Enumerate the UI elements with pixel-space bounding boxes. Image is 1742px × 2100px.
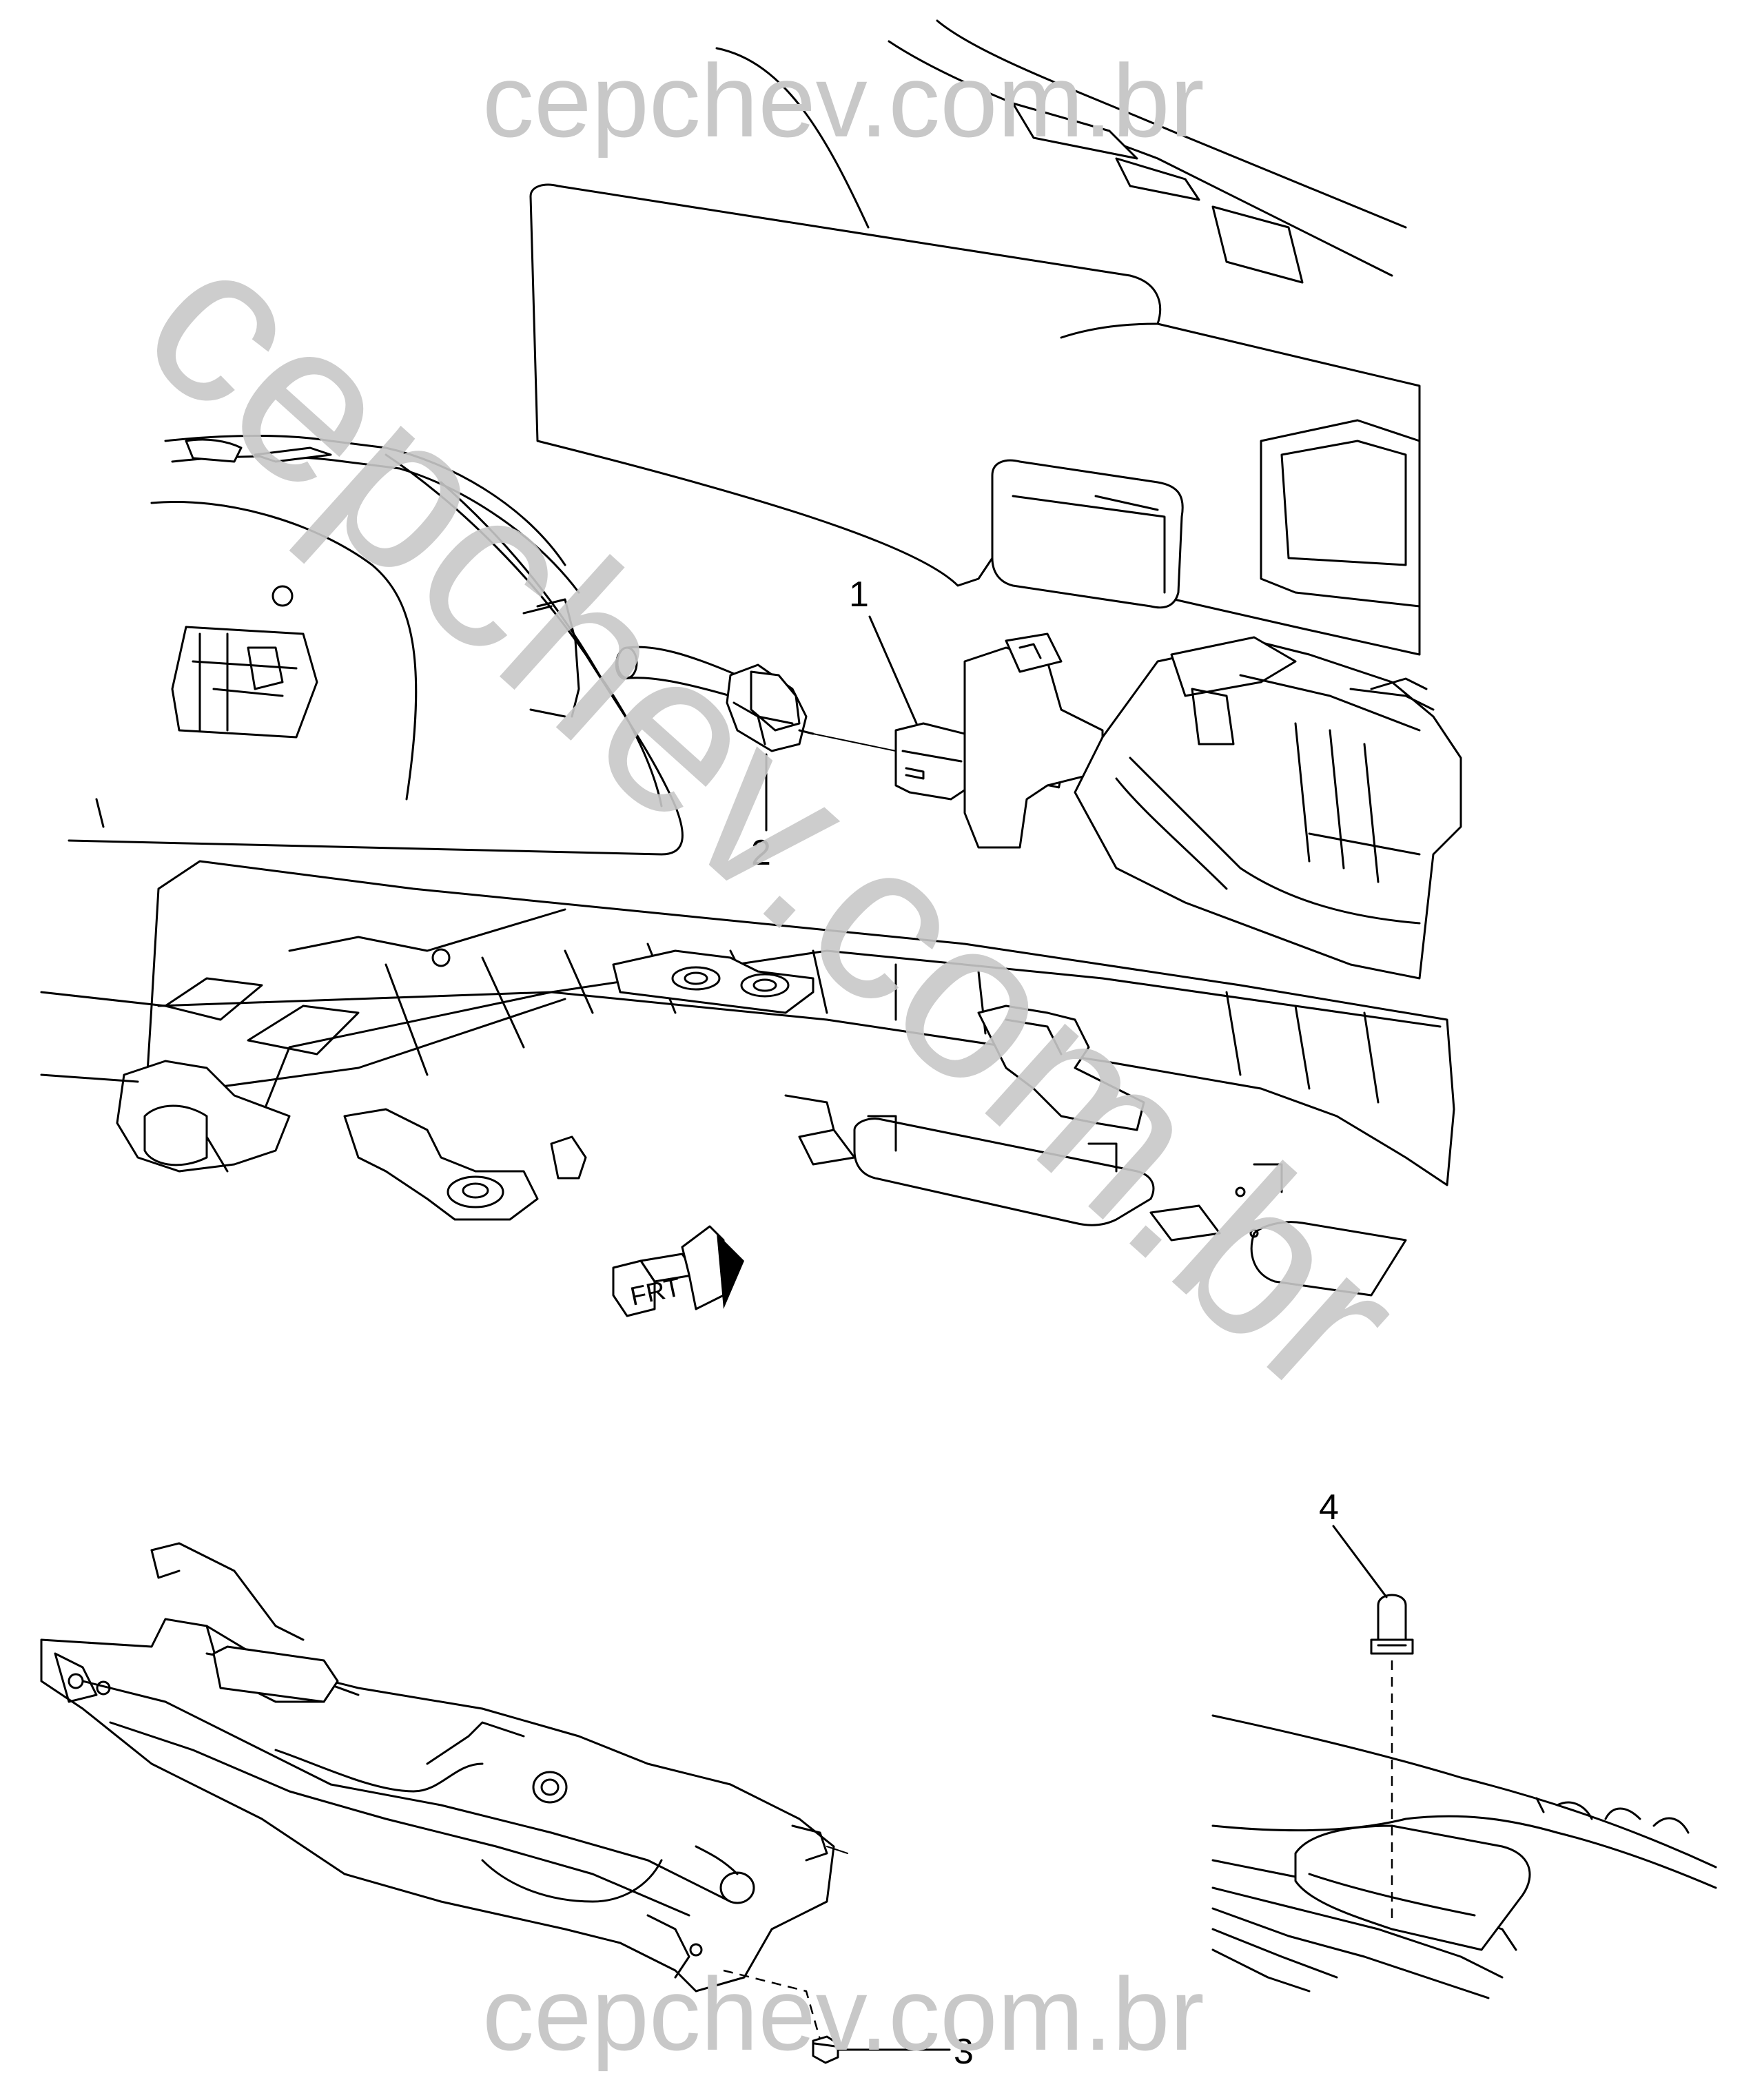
cross-car-beam	[116, 860, 1455, 1221]
watermark-top: cepchev.com.br	[482, 43, 1205, 158]
callout-1: 1	[849, 575, 869, 615]
callout-3: 3	[954, 2032, 974, 2072]
connector-2	[726, 663, 896, 752]
right-duct-bracket	[963, 632, 1462, 980]
left-side-panel	[68, 435, 684, 856]
leader-line-1	[868, 615, 918, 725]
stud-4	[1370, 1594, 1414, 1655]
watermark-bottom: cepchev.com.br	[482, 1956, 1205, 2072]
nut-3	[812, 2035, 839, 2064]
callout-2: 2	[751, 833, 771, 873]
main-assembly-view: FRT	[40, 19, 1462, 1317]
upper-right-cowl	[715, 19, 1407, 284]
windshield-base-view	[1211, 1525, 1717, 1999]
leader-line-4	[1332, 1525, 1388, 1598]
wiring-harness	[615, 646, 739, 697]
floor-panel	[40, 991, 1407, 1297]
cowl-panel-view	[40, 1542, 951, 2064]
dash-panel	[529, 183, 1421, 656]
frt-direction-marker: FRT	[612, 1225, 744, 1317]
callout-4: 4	[1319, 1488, 1339, 1527]
